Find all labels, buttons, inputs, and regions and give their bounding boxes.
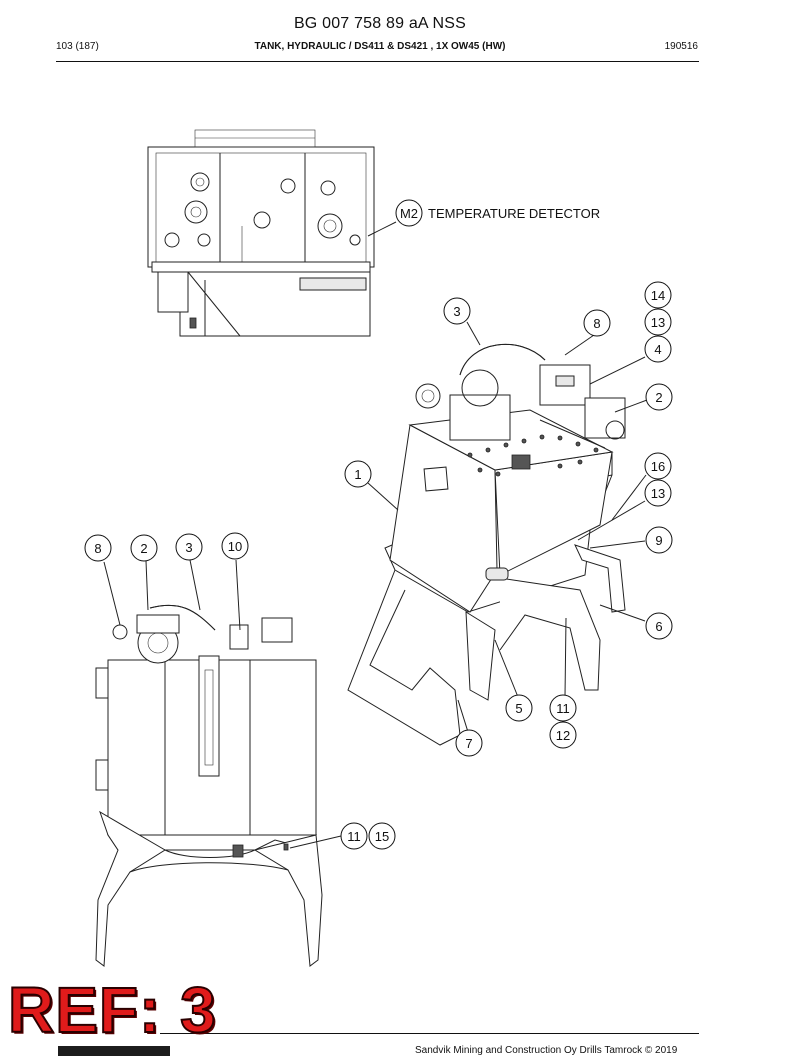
- page-title: TANK, HYDRAULIC / DS411 & DS421 , 1X OW4…: [254, 41, 506, 52]
- svg-text:11: 11: [347, 829, 361, 844]
- svg-text:3: 3: [453, 304, 460, 319]
- footer-copyright: Sandvik Mining and Construction Oy Drill…: [415, 1045, 678, 1056]
- temperature-detector-label: M2 TEMPERATURE DETECTOR: [395, 199, 600, 227]
- callout-5: 5: [505, 694, 533, 722]
- document-id: BG 007 758 89 aA NSS: [293, 15, 467, 32]
- callout-8: 8: [583, 309, 611, 337]
- callout-12: 12: [549, 721, 577, 749]
- svg-text:1: 1: [354, 467, 361, 482]
- front-callout-10: 10: [221, 532, 249, 560]
- svg-text:8: 8: [593, 316, 600, 331]
- footer-divider: [160, 1033, 699, 1034]
- callout-9: 9: [645, 526, 673, 554]
- callout-11: 11: [549, 694, 577, 722]
- callout-7: 7: [455, 729, 483, 757]
- svg-text:15: 15: [375, 829, 389, 844]
- front-callout-3: 3: [175, 533, 203, 561]
- callout-13-upper: 13: [644, 308, 672, 336]
- svg-text:2: 2: [655, 390, 662, 405]
- header-divider: [56, 61, 699, 62]
- svg-text:3: 3: [185, 540, 192, 555]
- tank-isometric-view: [347, 321, 648, 746]
- callout-2: 2: [645, 383, 673, 411]
- callout-13-lower: 13: [644, 479, 672, 507]
- svg-text:4: 4: [654, 342, 661, 357]
- svg-text:9: 9: [655, 533, 662, 548]
- svg-text:10: 10: [228, 539, 242, 554]
- svg-text:13: 13: [651, 315, 665, 330]
- svg-text:13: 13: [651, 486, 665, 501]
- front-callout-11: 11: [340, 822, 368, 850]
- callout-3: 3: [443, 297, 471, 325]
- tank-top-view: [147, 129, 397, 337]
- svg-text:14: 14: [651, 288, 665, 303]
- brand-logo: [58, 1046, 170, 1056]
- svg-text:12: 12: [556, 728, 570, 743]
- callout-4: 4: [644, 335, 672, 363]
- svg-text:6: 6: [655, 619, 662, 634]
- tank-front-view: [95, 559, 342, 967]
- front-callout-8: 8: [84, 534, 112, 562]
- revision-date: 190516: [664, 41, 698, 52]
- svg-text:8: 8: [94, 541, 101, 556]
- callout-6: 6: [645, 612, 673, 640]
- ref-stamp: REF: 3: [7, 974, 217, 1046]
- page-number: 103 (187): [56, 41, 99, 52]
- svg-text:5: 5: [515, 701, 522, 716]
- svg-text:16: 16: [651, 459, 665, 474]
- callout-16: 16: [644, 452, 672, 480]
- callout-14: 14: [644, 281, 672, 309]
- svg-text:2: 2: [140, 541, 147, 556]
- svg-text:M2: M2: [400, 206, 418, 221]
- svg-text:7: 7: [465, 736, 472, 751]
- callout-1: 1: [344, 460, 372, 488]
- front-callout-15: 15: [368, 822, 396, 850]
- svg-text:11: 11: [556, 701, 570, 716]
- front-callout-2: 2: [130, 534, 158, 562]
- svg-text:TEMPERATURE DETECTOR: TEMPERATURE DETECTOR: [428, 206, 600, 221]
